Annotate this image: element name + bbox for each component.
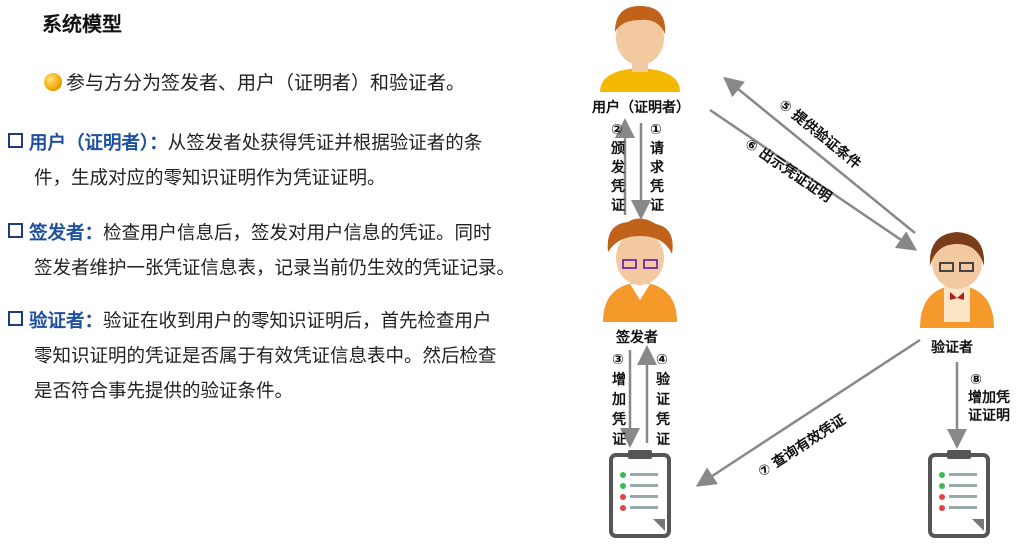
user-label: 用户（证明者） [592, 99, 690, 116]
issuer-avatar-icon [603, 218, 677, 322]
svg-text:增加凭: 增加凭 [968, 389, 1010, 406]
svg-text:请: 请 [650, 140, 664, 157]
intro-line: 参与方分为签发者、用户（证明者）和验证者。 [44, 68, 465, 95]
arrow-provide-conditions [723, 76, 916, 234]
step8-label: ⑧ 增加凭 证证明 [968, 372, 1010, 424]
svg-text:②: ② [611, 122, 623, 138]
checkbox-square-icon [8, 311, 23, 326]
svg-text:①: ① [650, 122, 662, 138]
step4-label: ④ 验 证 凭 证 [655, 352, 671, 448]
svg-text:证: 证 [611, 198, 625, 214]
svg-text:证: 证 [656, 392, 670, 408]
bullet-ball-icon [44, 72, 62, 91]
term-verifier: 验证者 [29, 311, 85, 332]
step1-label: ① 请 求 凭 证 [649, 122, 665, 214]
svg-text:凭: 凭 [610, 178, 625, 195]
svg-text:凭: 凭 [649, 178, 664, 195]
svg-text:证: 证 [650, 198, 664, 214]
intro-text: 参与方分为签发者、用户（证明者）和验证者。 [66, 72, 466, 94]
bullet-issuer: 签发者：检查用户信息后，签发对用户信息的凭证。同时 签发者维护一张凭证信息表，记… [8, 216, 578, 286]
svg-text:证: 证 [612, 432, 626, 448]
term-user: 用户（证明者） [29, 133, 150, 154]
svg-text:颁: 颁 [611, 141, 625, 157]
checkbox-square-icon [8, 223, 23, 238]
user-avatar-icon [600, 6, 680, 92]
svg-text:加: 加 [611, 392, 626, 408]
step3-label: ③ 增 加 凭 证 [611, 352, 626, 448]
svg-text:③: ③ [612, 352, 624, 368]
verifier-record-doc-icon [928, 450, 990, 538]
page-title: 系统模型 [42, 12, 122, 36]
arrow-show-proof [709, 108, 918, 251]
verifier-avatar-icon [920, 232, 994, 328]
verifier-label: 验证者 [931, 339, 973, 356]
svg-text:发: 发 [610, 159, 626, 176]
arrow-query-valid [695, 338, 921, 487]
svg-text:证证明: 证证明 [968, 408, 1010, 424]
svg-text:增: 增 [612, 371, 626, 388]
svg-text:④: ④ [656, 352, 668, 368]
svg-text:求: 求 [650, 159, 665, 176]
svg-text:凭: 凭 [611, 411, 626, 428]
issuer-label: 签发者 [615, 329, 658, 346]
svg-text:验: 验 [656, 371, 671, 388]
checkbox-square-icon [8, 133, 23, 148]
bullet-verifier: 验证者：验证在收到用户的零知识证明后，首先检查用户 零知识证明的凭证是否属于有效… [8, 304, 578, 409]
term-issuer: 签发者 [29, 223, 85, 244]
svg-text:证: 证 [656, 432, 670, 448]
svg-text:凭: 凭 [655, 411, 670, 428]
step2-label: ② 颁 发 凭 证 [610, 122, 626, 214]
step7-label: ⑦ 查询有效凭证 [755, 411, 849, 480]
bullet-user: 用户（证明者）：从签发者处获得凭证并根据验证者的条 件，生成对应的零知识证明作为… [8, 126, 578, 196]
svg-text:⑧: ⑧ [970, 372, 982, 388]
credential-table-doc-icon [609, 450, 671, 538]
